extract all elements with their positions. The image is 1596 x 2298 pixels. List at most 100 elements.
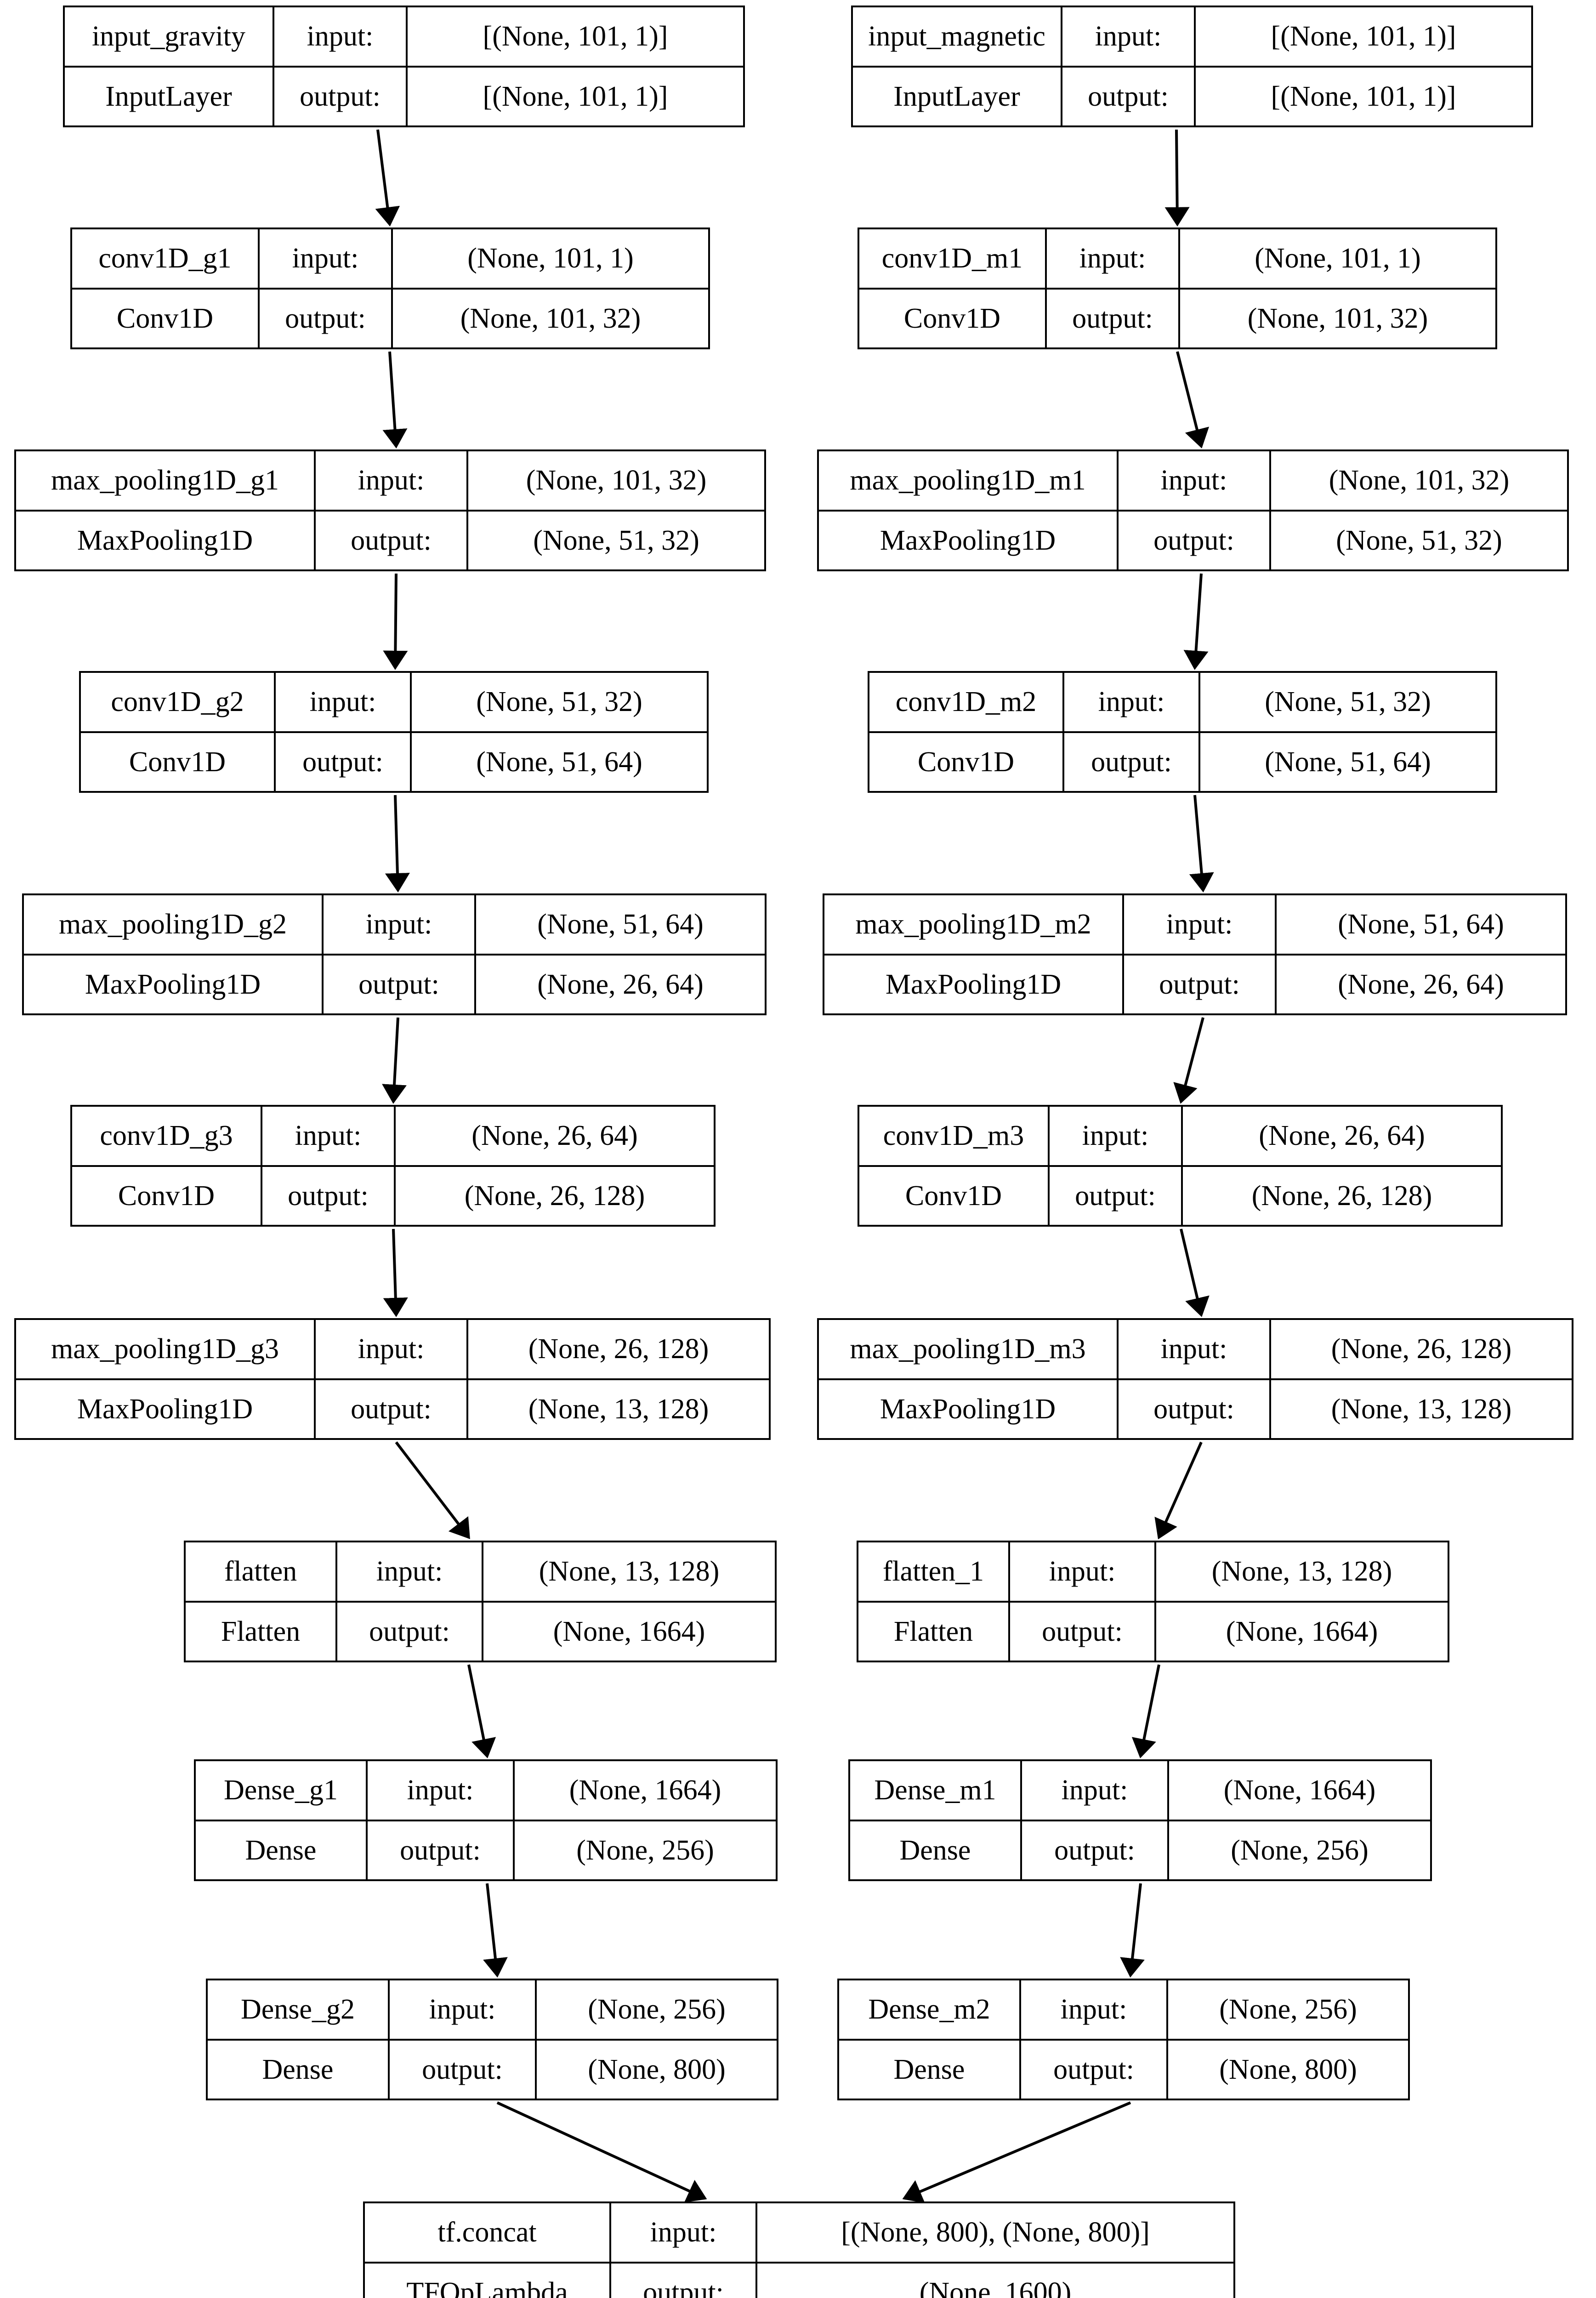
output-shape: (None, 26, 64)	[1338, 968, 1504, 1000]
output-label: output:	[1064, 733, 1200, 791]
layer-class: Conv1D	[72, 289, 260, 347]
output-shape: (None, 51, 64)	[476, 746, 642, 778]
input-shape: (None, 101, 1)	[1255, 243, 1421, 274]
edge-max_pooling1D_m1-to-conv1D_m2	[1183, 573, 1209, 670]
input-label: input:	[1047, 229, 1180, 288]
layer-name: conv1D_g3	[72, 1107, 262, 1165]
output-label: output:	[262, 1166, 396, 1225]
input-shape: (None, 256)	[588, 1994, 726, 2025]
layer-class: Conv1D	[72, 1166, 262, 1225]
input-label: input:	[324, 895, 476, 954]
output-label: output:	[260, 289, 393, 347]
input-shape: (None, 101, 32)	[526, 465, 707, 496]
layer-name: Dense_m1	[850, 1761, 1022, 1820]
output-label: output:	[276, 733, 412, 791]
edge-max_pooling1D_g3-to-flatten	[395, 1441, 470, 1539]
output-shape: (None, 13, 128)	[528, 1393, 709, 1425]
edge-input_gravity-to-conv1D_g1	[375, 129, 400, 227]
layer-name: input_magnetic	[853, 7, 1062, 66]
output-label: output:	[1124, 955, 1277, 1013]
layer-class: Conv1D	[869, 733, 1064, 791]
layer-class: Dense	[850, 1821, 1022, 1879]
input-shape: (None, 26, 64)	[1259, 1120, 1425, 1152]
output-shape: (None, 1600)	[919, 2276, 1072, 2298]
output-label: output:	[337, 1602, 483, 1661]
input-label: input:	[276, 673, 412, 731]
output-shape: (None, 256)	[1231, 1834, 1369, 1866]
layer-name: conv1D_m3	[859, 1107, 1050, 1165]
input-label: input:	[1064, 673, 1200, 731]
output-label: output:	[1047, 289, 1180, 347]
layer-class: MaxPooling1D	[24, 955, 324, 1013]
edge-conv1D_g2-to-max_pooling1D_g2	[385, 795, 410, 893]
input-label: input:	[390, 1980, 537, 2039]
output-shape: (None, 26, 128)	[1251, 1180, 1432, 1212]
layer-class: Dense	[208, 2040, 390, 2099]
input-shape: (None, 51, 32)	[476, 686, 642, 718]
edge-Dense_m2-to-tf_concat	[902, 2101, 1131, 2203]
edge-flatten-to-Dense_g1	[467, 1664, 496, 1758]
edge-input_magnetic-to-conv1D_m1	[1164, 129, 1190, 227]
input-label: input:	[262, 1107, 396, 1165]
output-label: output:	[1022, 1821, 1169, 1879]
layer-name: max_pooling1D_g3	[16, 1320, 316, 1378]
output-label: output:	[368, 1821, 515, 1879]
input-shape: [(None, 101, 1)]	[483, 21, 668, 52]
input-label: input:	[1062, 7, 1196, 66]
input-shape: (None, 13, 128)	[1211, 1556, 1392, 1587]
layer-name: Dense_g1	[196, 1761, 368, 1820]
edge-conv1D_m3-to-max_pooling1D_m3	[1180, 1229, 1210, 1317]
layer-class: TFOpLambda	[365, 2263, 611, 2298]
layer-name: max_pooling1D_m2	[824, 895, 1124, 954]
output-label: output:	[390, 2040, 537, 2099]
layer-name: conv1D_g1	[72, 229, 260, 288]
input-label: input:	[1050, 1107, 1183, 1165]
input-shape: (None, 26, 64)	[471, 1120, 638, 1152]
layer-name: Dense_g2	[208, 1980, 390, 2039]
layer-name: flatten	[186, 1542, 337, 1601]
input-shape: [(None, 800), (None, 800)]	[841, 2217, 1150, 2248]
layer-class: Flatten	[186, 1602, 337, 1661]
